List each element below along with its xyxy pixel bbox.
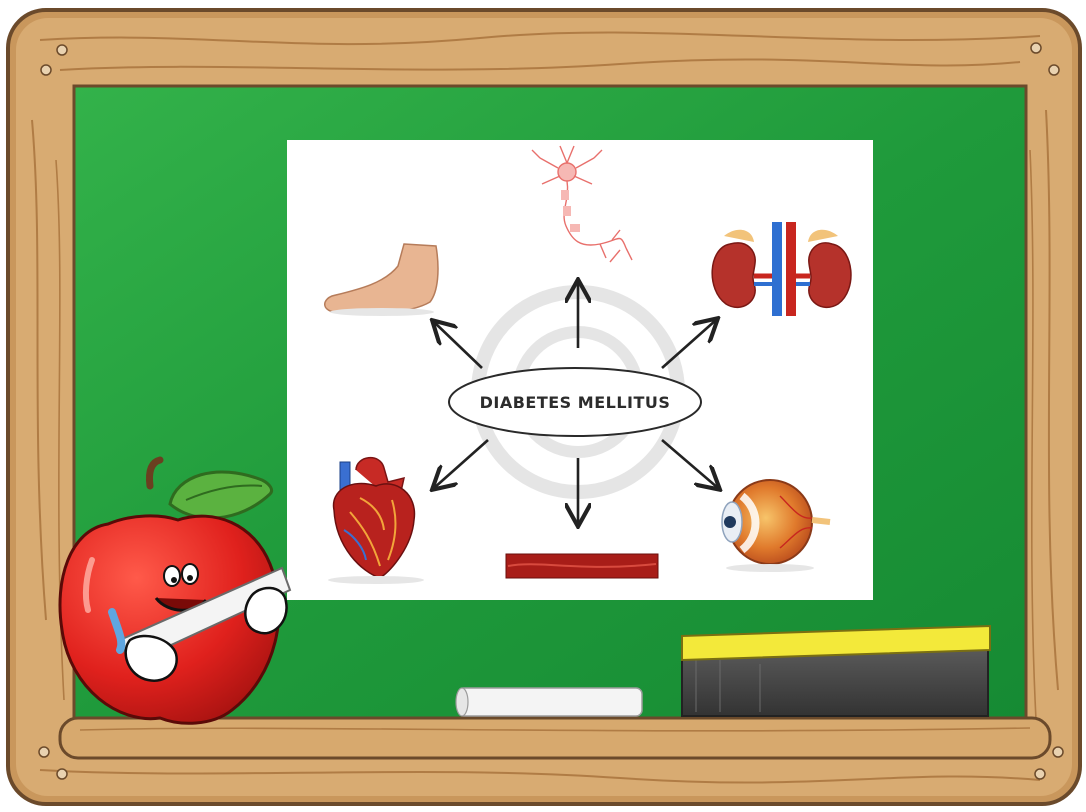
blood-vessel-icon [506,554,658,578]
center-label: DIABETES MELLITUS [480,393,671,412]
chalkboard-eraser [682,626,990,716]
chalk-stick [456,688,642,716]
kidneys-icon [712,222,851,316]
diagram-center: DIABETES MELLITUS [449,368,701,436]
chalk-tray [60,718,1050,758]
